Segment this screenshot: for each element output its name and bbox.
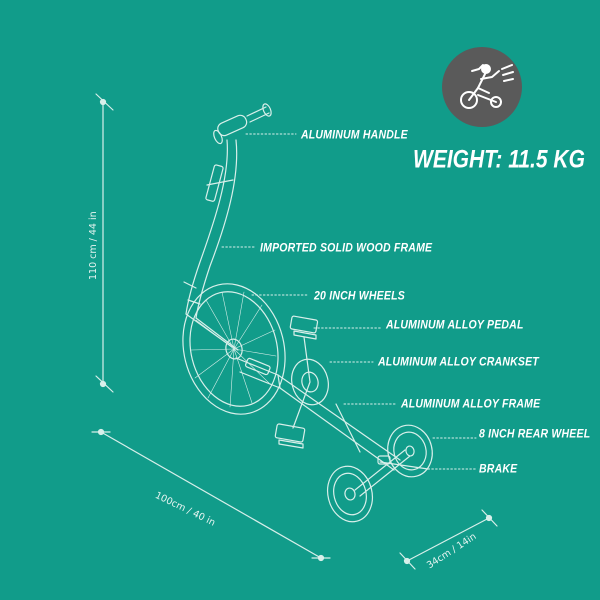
height-dimension-label: 110 cm / 44 in	[88, 211, 99, 280]
callout-leader-lines	[221, 133, 477, 470]
length-dimension-line	[91, 428, 331, 562]
brake	[377, 455, 429, 470]
callout-aluminum-handle: ALUMINUM HANDLE	[301, 128, 408, 142]
callout-brake: BRAKE	[479, 462, 518, 476]
callout-alloy-crankset: ALUMINUM ALLOY CRANKSET	[378, 355, 539, 369]
rear-wheels	[327, 424, 433, 523]
callout-wheels-20: 20 INCH WHEELS	[314, 289, 405, 303]
callout-rear-wheel-8: 8 INCH REAR WHEEL	[479, 427, 591, 441]
weight-label: WEIGHT: 11.5 KG	[413, 146, 585, 174]
wood-frame-stem	[183, 139, 238, 319]
crankset	[291, 336, 329, 429]
pedals	[274, 315, 319, 449]
front-wheel	[182, 283, 286, 415]
width-dimension-line	[399, 509, 498, 570]
height-dimension-line	[95, 93, 114, 393]
alloy-frame	[235, 357, 401, 471]
handlebar	[213, 103, 272, 145]
callout-alloy-pedal: ALUMINUM ALLOY PEDAL	[386, 318, 524, 332]
rider-bike-icon	[460, 64, 514, 109]
rider-badge	[442, 47, 522, 127]
callout-wood-frame: IMPORTED SOLID WOOD FRAME	[260, 241, 433, 255]
callout-alloy-frame: ALUMINUM ALLOY FRAME	[401, 397, 541, 411]
